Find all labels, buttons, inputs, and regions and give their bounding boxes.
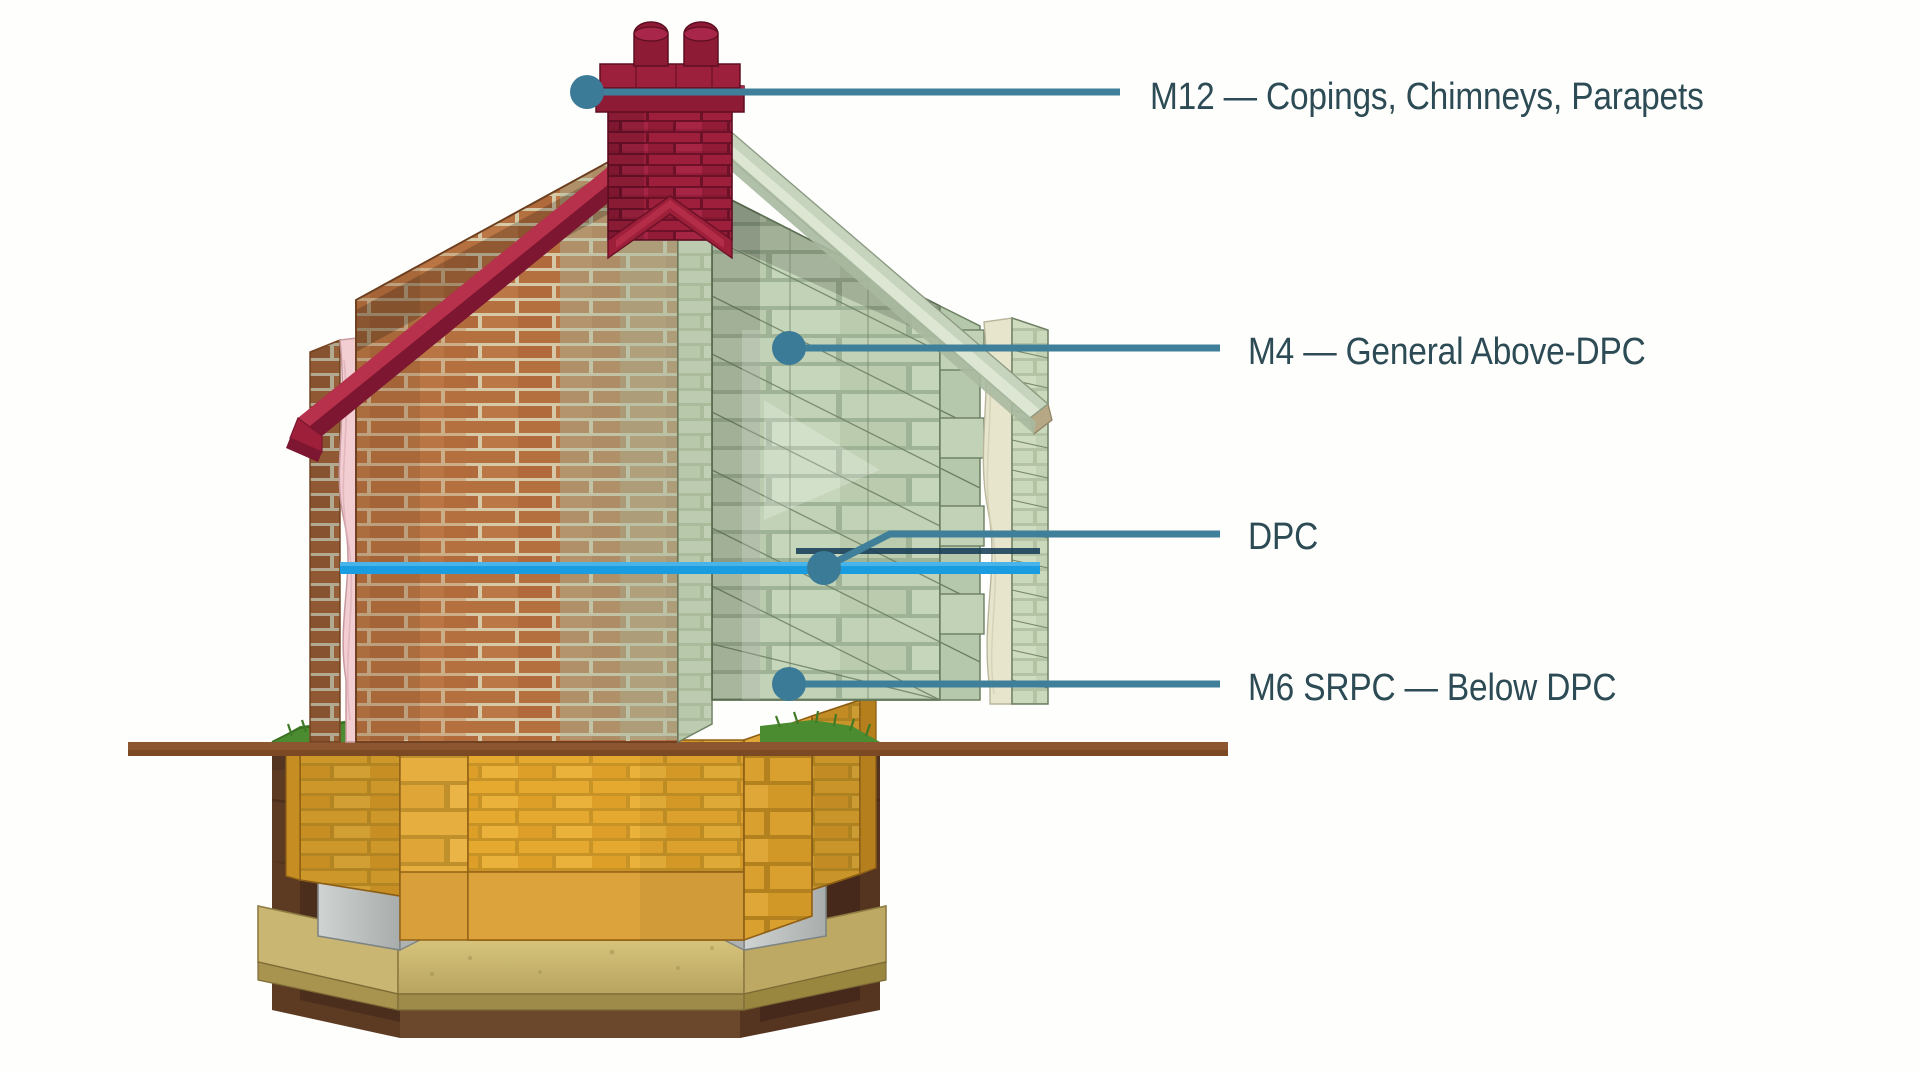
concrete-footing	[257, 905, 887, 1011]
chimney-stack	[595, 21, 745, 260]
gable-wall-brick	[355, 122, 679, 743]
damp-proof-course	[340, 548, 1040, 574]
leader-m6	[772, 667, 1220, 701]
inner-leaf-blockwork	[711, 188, 941, 701]
outer-leaf-cut-edge	[677, 104, 713, 744]
callout-label-dpc: DPC	[1248, 516, 1319, 558]
callout-label-m12: M12 — Copings, Chimneys, Parapets	[1150, 76, 1704, 118]
pitched-roof	[286, 99, 1053, 462]
leader-m4	[772, 331, 1220, 365]
callout-leaders	[570, 75, 1220, 701]
leader-m12	[570, 75, 1120, 109]
callout-label-m6: M6 SRPC — Below DPC	[1248, 667, 1617, 709]
chimney-pots	[633, 21, 719, 67]
callout-label-m4: M4 — General Above-DPC	[1248, 331, 1646, 373]
leader-dpc	[807, 530, 1220, 585]
